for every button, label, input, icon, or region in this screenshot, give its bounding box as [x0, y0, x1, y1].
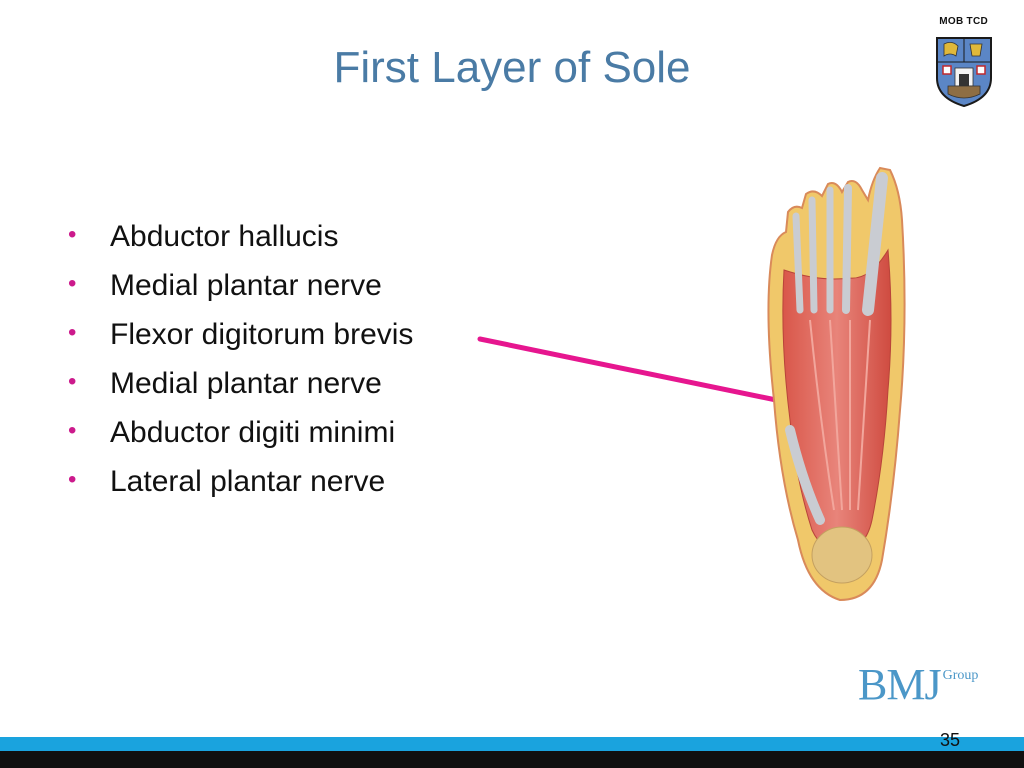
bullet-text: Abductor digiti minimi: [110, 416, 396, 449]
logo-sub-text: Group: [942, 668, 979, 683]
corner-label: MOB TCD: [939, 16, 988, 27]
bullet-text: Abductor hallucis: [110, 220, 339, 253]
bullet-marker: •: [68, 417, 77, 444]
bullet-marker: •: [68, 466, 77, 493]
bullet-text: Medial plantar nerve: [110, 367, 382, 400]
college-crest-icon: [936, 37, 992, 108]
footer-band-blue: [0, 737, 1024, 751]
list-item: • Medial plantar nerve: [68, 261, 413, 310]
list-item: • Flexor digitorum brevis: [68, 310, 413, 359]
list-item: • Abductor digiti minimi: [68, 408, 413, 457]
bullet-marker: •: [68, 319, 77, 346]
bullet-text: Flexor digitorum brevis: [110, 318, 414, 351]
foot-anatomy-illustration: [767, 166, 906, 602]
slide-title: First Layer of Sole: [333, 43, 691, 92]
bullet-marker: •: [68, 221, 77, 248]
bullet-list: • Abductor hallucis • Medial plantar nerve…: [68, 212, 413, 506]
list-item: • Lateral plantar nerve: [68, 457, 413, 506]
bullet-marker: •: [68, 270, 77, 297]
list-item: • Medial plantar nerve: [68, 359, 413, 408]
bullet-text: Medial plantar nerve: [110, 269, 382, 302]
footer-band-dark: [0, 751, 1024, 768]
page-number: 35: [940, 730, 961, 750]
bullet-marker: •: [68, 368, 77, 395]
list-item: • Abductor hallucis: [68, 212, 413, 261]
logo-main-text: BMJ: [858, 660, 942, 709]
bullet-text: Lateral plantar nerve: [110, 465, 386, 498]
